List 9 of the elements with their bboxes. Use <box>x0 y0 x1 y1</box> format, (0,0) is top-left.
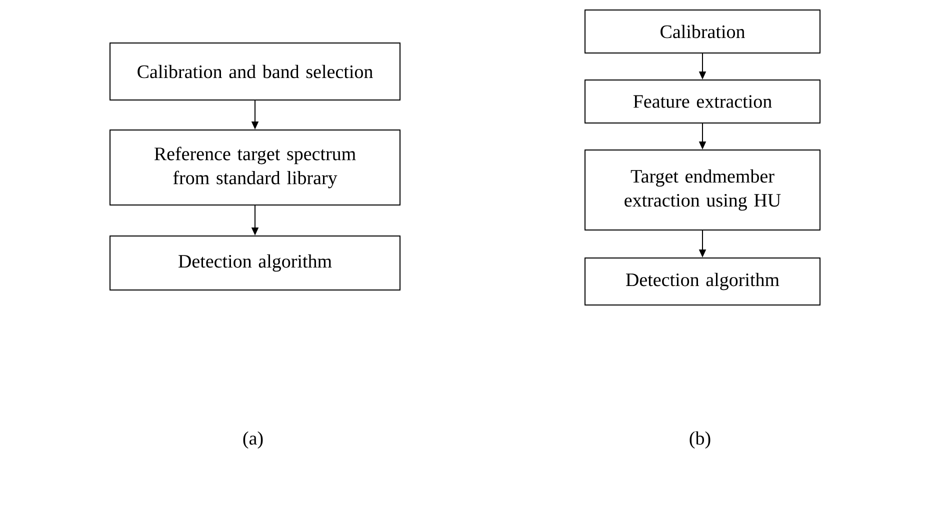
panel-label: (a) <box>243 431 263 449</box>
process-box: Reference target spectrum from standard library <box>110 130 400 206</box>
process-box: Detection algorithm <box>110 236 400 290</box>
process-box: Feature extraction <box>584 80 820 124</box>
process-box: Calibration and band selection <box>110 42 400 100</box>
process-box: Calibration <box>584 10 820 54</box>
panel-label: (b) <box>690 431 710 449</box>
process-box: Detection algorithm <box>584 258 820 306</box>
process-box: Target endmember extraction using HU <box>584 150 820 230</box>
